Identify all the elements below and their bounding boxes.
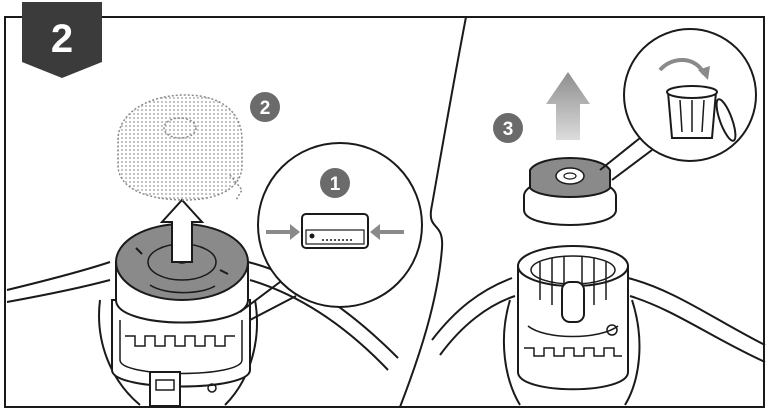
panel-frame	[4, 16, 765, 408]
callout-1-label: 1	[330, 174, 341, 195]
removed-spool	[523, 157, 617, 226]
detail-magnifier-1: 1	[239, 142, 423, 321]
arrow-up-icon	[159, 198, 205, 263]
callout-2: 2	[250, 92, 280, 122]
trimmer-line-spool-icon	[117, 94, 243, 201]
trash-bin-icon	[658, 58, 737, 142]
callout-3-label: 3	[503, 119, 514, 140]
step-badge: 2	[22, 2, 102, 78]
spool-housing-left	[111, 299, 251, 407]
arrow-up-gray-icon	[546, 72, 590, 140]
panel-divider	[399, 16, 467, 408]
spool-holder-right	[517, 245, 629, 391]
detail-magnifier-dispose	[599, 28, 757, 181]
trimmer-housing-right	[431, 277, 766, 406]
callout-3: 3	[493, 113, 523, 143]
callout-2-label: 2	[260, 98, 271, 119]
clip-squeeze-icon	[266, 213, 404, 249]
step-number: 2	[51, 17, 73, 61]
trimmer-housing-left	[6, 261, 399, 406]
